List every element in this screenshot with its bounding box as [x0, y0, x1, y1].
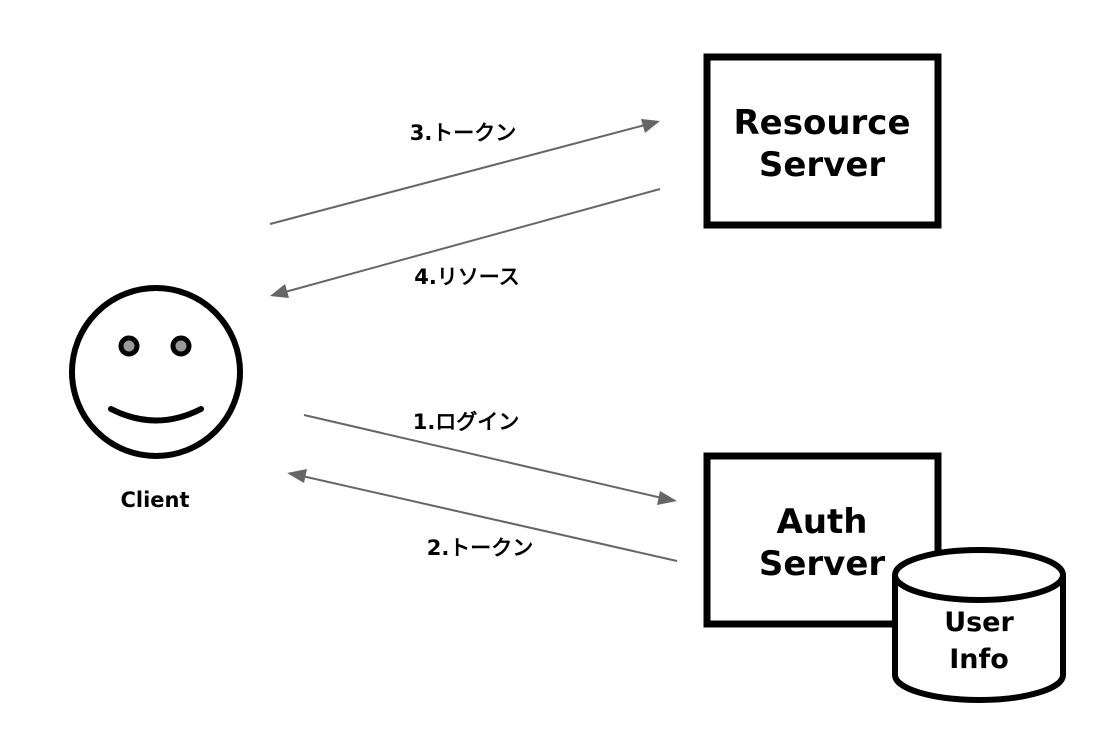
resource-server-box	[703, 53, 942, 229]
auth-server-label-line2: Server	[759, 544, 886, 584]
resource-server: Resource Server	[703, 53, 942, 229]
resource-server-label-line2: Server	[759, 145, 886, 185]
client-face-icon	[69, 285, 243, 459]
database-body	[892, 575, 1066, 703]
smile-icon	[108, 406, 204, 424]
arrow-token-send-label: 3.トークン	[410, 121, 517, 145]
auth-server-label-line1: Auth	[777, 502, 868, 542]
arrow-login: 1.ログイン	[303, 410, 677, 505]
arrow-login-head	[657, 491, 677, 505]
arrow-resource-head	[270, 284, 289, 298]
arrow-token-send: 3.トークン	[269, 119, 660, 225]
user-info-label-line2: Info	[949, 644, 1009, 675]
arrow-token-return-head	[287, 469, 307, 483]
arrow-token-send-line	[269, 124, 646, 225]
client-label: Client	[120, 488, 189, 512]
arrow-login-line	[303, 414, 663, 499]
arrow-token-return: 2.トークン	[287, 469, 678, 562]
left-eye-icon	[118, 335, 140, 357]
user-info-label-line1: User	[944, 607, 1014, 638]
right-eye-icon	[170, 335, 192, 357]
arrow-resource-line	[284, 188, 661, 293]
arrow-token-return-line	[301, 475, 678, 562]
auth-server: Auth Server	[703, 452, 942, 628]
arrow-resource: 4.リソース	[270, 188, 661, 298]
client-actor: Client	[69, 285, 243, 512]
database-top	[892, 547, 1066, 603]
resource-server-label-line1: Resource	[733, 103, 910, 143]
arrow-token-send-head	[641, 119, 660, 133]
arrow-login-label: 1.ログイン	[413, 410, 520, 434]
arrow-resource-label: 4.リソース	[414, 265, 520, 289]
auth-server-box	[703, 452, 942, 628]
user-info-database: User Info	[892, 547, 1066, 703]
arrow-token-return-label: 2.トークン	[427, 536, 534, 560]
